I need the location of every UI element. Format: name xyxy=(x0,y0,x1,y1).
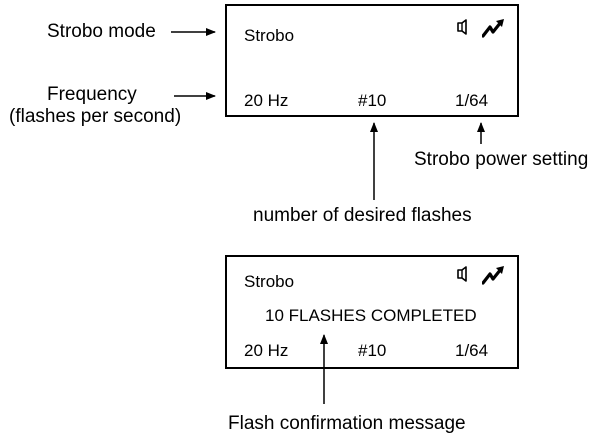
frequency-sublabel: (flashes per second) xyxy=(9,106,182,127)
power-setting-label: Strobo power setting xyxy=(414,149,589,170)
lcd-display-top: Strobo 20 Hz #10 1/64 xyxy=(225,4,519,117)
frequency-label: Frequency xyxy=(47,84,137,105)
speaker-icon xyxy=(456,266,470,282)
lcd-display-bottom: Strobo 10 FLASHES COMPLETED 20 Hz #10 1/… xyxy=(225,255,519,369)
strobo-mode-label: Strobo mode xyxy=(47,21,156,42)
flash-icon xyxy=(481,265,506,285)
display-frequency-text: 20 Hz xyxy=(244,341,289,360)
display-mode-text: Strobo xyxy=(244,272,295,291)
display-flash-count-text: #10 xyxy=(358,91,387,110)
display-power-text: 1/64 xyxy=(455,91,489,110)
desired-flashes-label: number of desired flashes xyxy=(253,205,472,226)
display-frequency-text: 20 Hz xyxy=(244,91,289,110)
confirmation-message-label: Flash confirmation message xyxy=(228,413,466,434)
display-mode-text: Strobo xyxy=(244,26,295,45)
display-flash-count-text: #10 xyxy=(358,341,387,360)
flash-icon xyxy=(481,18,506,38)
display-power-text: 1/64 xyxy=(455,341,489,360)
speaker-icon xyxy=(456,19,470,35)
completion-message-text: 10 FLASHES COMPLETED xyxy=(265,306,477,325)
